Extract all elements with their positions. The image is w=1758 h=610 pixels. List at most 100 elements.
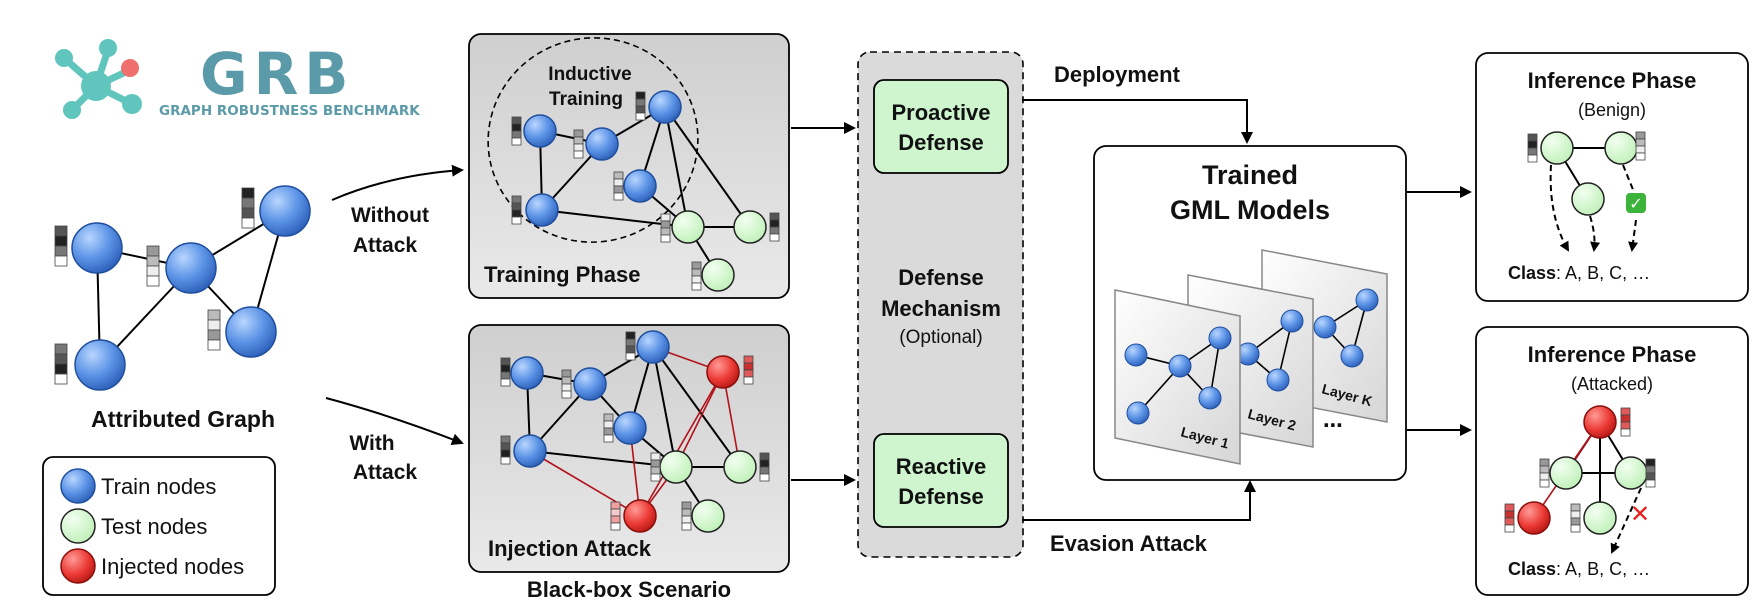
- feature-cell: [54, 373, 68, 385]
- feature-cell: [561, 383, 572, 392]
- train-node: [513, 434, 547, 468]
- feature-vector: [613, 171, 624, 201]
- feature-cell: [1527, 133, 1538, 142]
- layer-node: [1266, 368, 1290, 392]
- feature-cell: [511, 209, 522, 218]
- with-attack-label-1: With: [349, 432, 394, 455]
- feature-cell: [573, 136, 584, 145]
- feature-cell: [207, 309, 221, 321]
- feature-cell: [610, 508, 621, 517]
- feature-cell: [500, 371, 511, 380]
- attacked-class-line: Class: A, B, C, …: [1508, 559, 1650, 579]
- feature-vector: [603, 413, 614, 443]
- feature-vector: [511, 116, 522, 146]
- evasion-attack-arrow: [1022, 480, 1256, 521]
- feature-vector: [1504, 503, 1515, 533]
- svg-text:Defense: Defense: [898, 130, 984, 155]
- feature-cell: [635, 105, 646, 114]
- feature-cell: [660, 234, 671, 243]
- feature-vector: [561, 369, 572, 399]
- feature-cell: [500, 435, 511, 444]
- feature-vector: [1645, 458, 1656, 488]
- attacked-subtitle: (Attacked): [1571, 374, 1653, 394]
- feature-cell: [610, 522, 621, 531]
- feature-cell: [500, 456, 511, 465]
- feature-cell: [603, 427, 614, 436]
- feature-cell: [511, 123, 522, 132]
- inductive-training-region: [487, 37, 699, 243]
- inductive-training-label-1: Inductive: [548, 64, 631, 85]
- feature-cell: [561, 390, 572, 399]
- logo-letters: GRB: [200, 40, 354, 108]
- feature-cell: [1620, 407, 1631, 416]
- feature-cell: [1539, 465, 1550, 474]
- feature-cell: [1504, 503, 1515, 512]
- train-node: [225, 306, 277, 358]
- logo-network-icon: [55, 39, 142, 119]
- benign-class-line: Class: A, B, C, …: [1508, 263, 1650, 283]
- feature-cell: [207, 329, 221, 341]
- feature-vector: [1635, 131, 1646, 161]
- feature-vector: [681, 501, 692, 531]
- test-node: [723, 450, 757, 484]
- svg-text:Reactive: Reactive: [896, 454, 987, 479]
- logo-subtitle: GRAPH ROBUSTNESS BENCHMARK: [159, 103, 420, 119]
- train-node: [510, 356, 544, 390]
- feature-cell: [1570, 517, 1581, 526]
- feature-cell: [603, 434, 614, 443]
- feature-cell: [769, 212, 780, 221]
- injected-node: [706, 355, 740, 389]
- feature-cell: [1635, 152, 1646, 161]
- test-node: [1549, 456, 1583, 490]
- deployment-label: Deployment: [1054, 62, 1181, 87]
- feature-cell: [1539, 479, 1550, 488]
- layer-node: [1126, 401, 1150, 425]
- feature-cell: [54, 343, 68, 355]
- feature-vector: [650, 452, 661, 482]
- feature-vector: [743, 355, 754, 385]
- test-node: [701, 258, 735, 292]
- feature-cell: [650, 473, 661, 482]
- feature-cell: [743, 369, 754, 378]
- test-node: [1571, 182, 1605, 216]
- feature-cell: [610, 515, 621, 524]
- defense-mechanism-panel: Proactive Defense Defense Mechanism (Opt…: [857, 51, 1024, 558]
- feature-cell: [1504, 517, 1515, 526]
- feature-vector: [691, 261, 702, 291]
- feature-cell: [1645, 465, 1656, 474]
- train-node: [648, 90, 682, 124]
- feature-vector: [573, 129, 584, 159]
- feature-cell: [660, 227, 671, 236]
- feature-cell: [650, 466, 661, 475]
- train-node: [165, 242, 217, 294]
- feature-cell: [1645, 472, 1656, 481]
- feature-vector: [207, 309, 221, 351]
- without-attack-label-1: Without: [351, 204, 429, 227]
- without-attack-label-2: Attack: [353, 234, 418, 257]
- deployment-arrow: [1022, 99, 1253, 144]
- feature-vector: [1570, 503, 1581, 533]
- train-node: [71, 222, 123, 274]
- feature-cell: [635, 112, 646, 121]
- feature-cell: [561, 369, 572, 378]
- proactive-defense-box: Proactive Defense: [873, 79, 1009, 174]
- feature-cell: [610, 501, 621, 510]
- feature-vector: [1539, 458, 1550, 488]
- svg-text:✓: ✓: [1629, 196, 1642, 213]
- feature-cell: [241, 187, 255, 199]
- benign-title: Inference Phase: [1528, 68, 1697, 93]
- feature-cell: [146, 275, 160, 287]
- feature-cell: [769, 219, 780, 228]
- feature-cell: [561, 376, 572, 385]
- feature-cell: [54, 363, 68, 375]
- legend-item-injected: Injected nodes: [60, 548, 244, 584]
- cross-icon: ✕: [1630, 500, 1650, 528]
- feature-cell: [500, 442, 511, 451]
- feature-cell: [1620, 421, 1631, 430]
- feature-cell: [681, 501, 692, 510]
- reactive-defense-box: Reactive Defense: [873, 433, 1009, 528]
- feature-cell: [54, 255, 68, 267]
- train-node: [636, 330, 670, 364]
- training-phase-panel: Inductive Training Training Phase: [468, 33, 790, 299]
- inductive-training-label-2: Training: [549, 89, 623, 110]
